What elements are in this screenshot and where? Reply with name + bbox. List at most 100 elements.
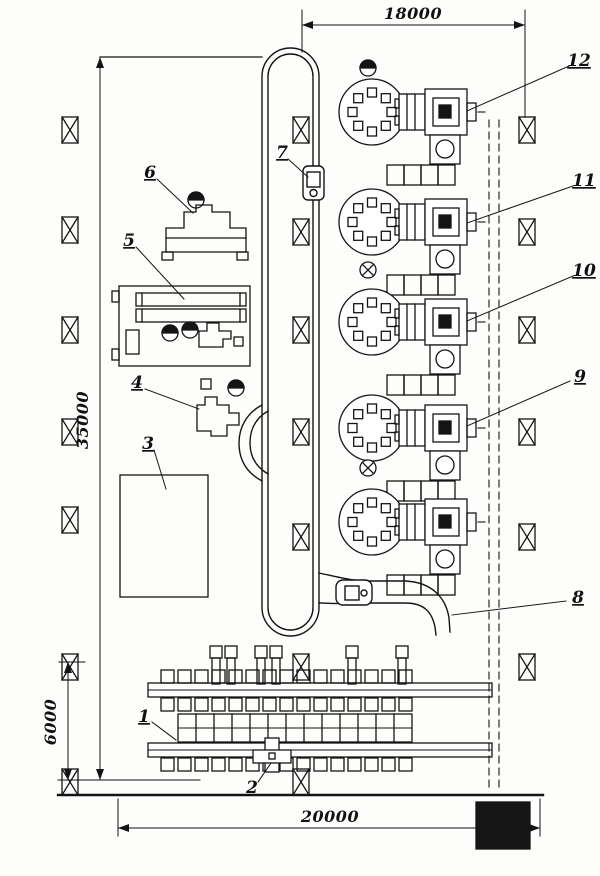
pallet-cell xyxy=(194,669,209,684)
callout-leader xyxy=(451,600,567,616)
equipment-4 xyxy=(196,378,240,437)
pallet-cell xyxy=(313,697,328,712)
position-marker-icon xyxy=(181,321,199,339)
pallet-cell xyxy=(211,697,226,712)
pallet-cell xyxy=(211,669,226,684)
dimension-label-bottom: 20000 xyxy=(300,807,359,826)
machine-unit xyxy=(394,88,477,165)
column-marker xyxy=(292,523,310,551)
column-marker xyxy=(518,116,536,144)
stand-post xyxy=(209,645,223,685)
junction-marker-icon xyxy=(359,459,377,477)
junction-marker-icon xyxy=(359,261,377,279)
pallet-cell xyxy=(313,669,328,684)
pallet-cell xyxy=(279,697,294,712)
column-marker xyxy=(61,216,79,244)
dimension-left-lower: 6000 xyxy=(41,661,86,781)
conveyor-carrier-exit xyxy=(335,579,373,606)
building-frame xyxy=(56,56,545,850)
pallet-cell xyxy=(228,697,243,712)
column-marker xyxy=(518,316,536,344)
pallet-cell xyxy=(177,697,192,712)
rotary-machine-station-10 xyxy=(338,288,477,396)
storage-rack xyxy=(177,713,413,743)
conveyor-loop xyxy=(238,47,451,637)
pallet-cell xyxy=(330,757,345,772)
rotary-machine-station-9 xyxy=(338,394,477,502)
callout-1: 1 xyxy=(138,707,150,727)
pallet-cell xyxy=(364,757,379,772)
stand-post xyxy=(395,645,409,685)
pallet-cell xyxy=(381,697,396,712)
column-marker xyxy=(61,653,79,681)
position-marker-icon xyxy=(161,324,179,342)
pallet-cell xyxy=(194,697,209,712)
equipment-5 xyxy=(111,285,251,367)
pallet-cell xyxy=(245,697,260,712)
callout-8: 8 xyxy=(571,588,584,608)
callout-leader xyxy=(466,65,570,112)
callout-7: 7 xyxy=(276,143,288,163)
callout-5: 5 xyxy=(123,231,135,251)
callout-leader xyxy=(144,388,200,410)
pallet-cell xyxy=(347,697,362,712)
column-marker xyxy=(61,316,79,344)
loop-exit-upper xyxy=(318,572,451,633)
machine-unit xyxy=(394,198,477,275)
pallet-cell xyxy=(330,669,345,684)
column-marker xyxy=(292,116,310,144)
callout-leader xyxy=(466,380,571,427)
callout-leader xyxy=(151,721,177,741)
conveyor-loop-outer xyxy=(261,47,320,637)
callout-2: 2 xyxy=(245,778,258,798)
rotary-machine-station-8 xyxy=(338,488,477,596)
callout-leader xyxy=(156,178,194,214)
transfer-device-2 xyxy=(252,737,292,773)
pallet-cell xyxy=(347,669,362,684)
machine-unit xyxy=(394,498,477,575)
loop-bypass-inner xyxy=(249,410,269,475)
pallet-row xyxy=(386,274,456,296)
conveyor-carrier-7 xyxy=(302,165,325,201)
pallet-cell xyxy=(347,757,362,772)
pallet-cell xyxy=(364,669,379,684)
loop-bypass-outer xyxy=(238,404,263,482)
column-marker xyxy=(518,653,536,681)
pallet-cell xyxy=(160,697,175,712)
equipment-6 xyxy=(161,204,249,261)
callout-10: 10 xyxy=(572,261,596,281)
position-marker-icon xyxy=(227,379,245,397)
rotary-machine-station-11 xyxy=(338,188,477,296)
dimension-bottom: 20000 xyxy=(117,798,541,837)
column-marker xyxy=(292,418,310,446)
conveyor-loop-inner xyxy=(267,53,314,631)
column-marker xyxy=(292,768,310,796)
rotary-table xyxy=(338,78,406,146)
pallet-cell xyxy=(381,669,396,684)
pallet-cell xyxy=(211,757,226,772)
pallet-cell xyxy=(398,757,413,772)
floor-conveyor-area xyxy=(147,645,493,773)
dimension-label-left-lower: 6000 xyxy=(41,699,60,746)
pallet-cell xyxy=(296,697,311,712)
equipment-3 xyxy=(119,474,209,598)
pallet-cell xyxy=(160,757,175,772)
column-marker xyxy=(292,218,310,246)
title-block-stamp xyxy=(475,801,531,850)
callout-3: 3 xyxy=(142,434,154,454)
pallet-cell xyxy=(381,757,396,772)
pallet-row xyxy=(386,574,456,596)
rotary-machine-station-12 xyxy=(338,78,477,186)
service-lines xyxy=(477,111,500,789)
callout-leader xyxy=(153,449,167,490)
stand-post xyxy=(224,645,238,685)
callout-leader xyxy=(135,246,185,300)
callout-9: 9 xyxy=(574,367,586,387)
loop-exit-lower xyxy=(318,602,437,636)
pallet-cell xyxy=(398,697,413,712)
machine-unit xyxy=(394,298,477,375)
column-marker xyxy=(518,523,536,551)
callout-leader xyxy=(257,762,272,783)
rotary-table xyxy=(338,288,406,356)
machine-unit xyxy=(394,404,477,481)
